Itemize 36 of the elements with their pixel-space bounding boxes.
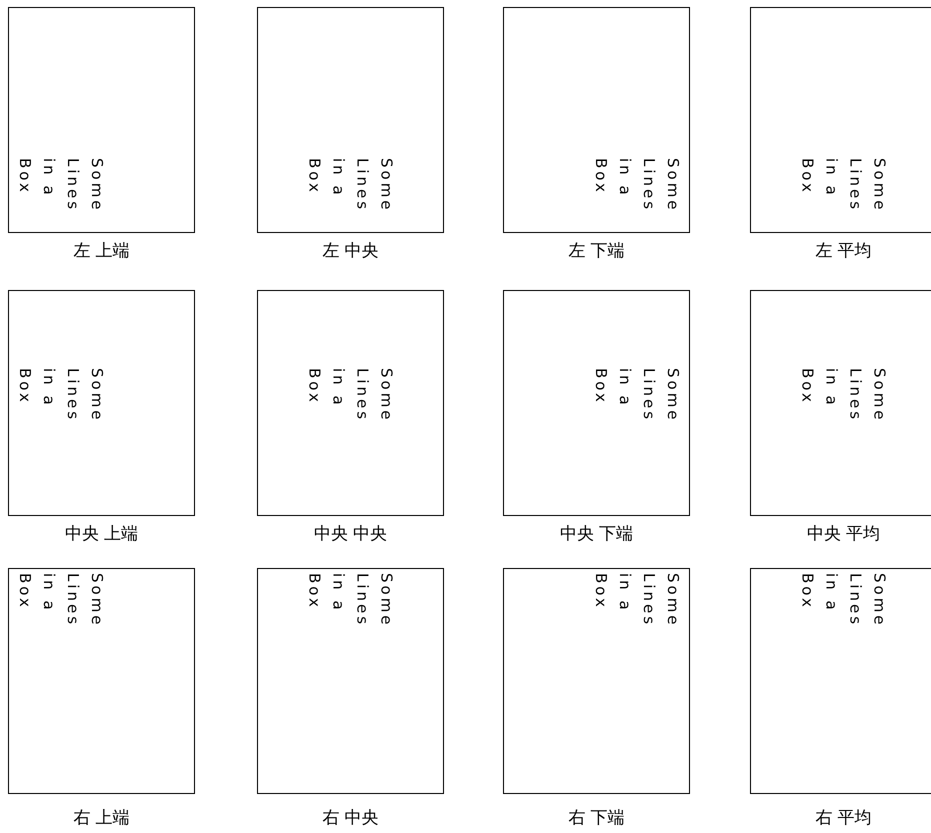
rotated-text: Some Lines in a Box xyxy=(798,573,890,630)
rotated-text: Some Lines in a Box xyxy=(798,158,890,215)
rotated-text: Some Lines in a Box xyxy=(15,573,107,630)
panel-frame xyxy=(750,7,931,233)
panel-caption: 左 下端 xyxy=(567,240,626,262)
rotated-text: Some Lines in a Box xyxy=(304,368,396,425)
panel-frame xyxy=(8,568,195,794)
panel-caption: 中央 中央 xyxy=(312,523,388,545)
rotated-text: Some Lines in a Box xyxy=(591,368,683,425)
panel-frame xyxy=(750,568,931,794)
panel-frame xyxy=(8,7,195,233)
panel-frame xyxy=(8,290,195,516)
rotated-text: Some Lines in a Box xyxy=(591,158,683,215)
panel-caption: 右 平均 xyxy=(814,807,873,829)
panel-frame xyxy=(257,290,444,516)
rotated-text: Some Lines in a Box xyxy=(15,158,107,215)
panel-caption: 左 平均 xyxy=(814,240,873,262)
rotated-text: Some Lines in a Box xyxy=(304,573,396,630)
panel-frame xyxy=(503,7,690,233)
rotated-text: Some Lines in a Box xyxy=(15,368,107,425)
panel-frame xyxy=(503,568,690,794)
panel-caption: 右 中央 xyxy=(321,807,380,829)
panel-caption: 中央 上端 xyxy=(64,523,140,545)
panel-caption: 中央 下端 xyxy=(558,523,634,545)
rotated-text: Some Lines in a Box xyxy=(304,158,396,215)
rotated-text: Some Lines in a Box xyxy=(798,368,890,425)
panel-frame xyxy=(750,290,931,516)
panel-caption: 右 上端 xyxy=(72,807,131,829)
panel-frame xyxy=(257,568,444,794)
panel-caption: 右 下端 xyxy=(567,807,626,829)
panel-frame xyxy=(503,290,690,516)
panel-caption: 中央 平均 xyxy=(806,523,882,545)
panel-frame xyxy=(257,7,444,233)
panel-caption: 左 上端 xyxy=(72,240,131,262)
panel-caption: 左 中央 xyxy=(321,240,380,262)
rotated-text: Some Lines in a Box xyxy=(591,573,683,630)
